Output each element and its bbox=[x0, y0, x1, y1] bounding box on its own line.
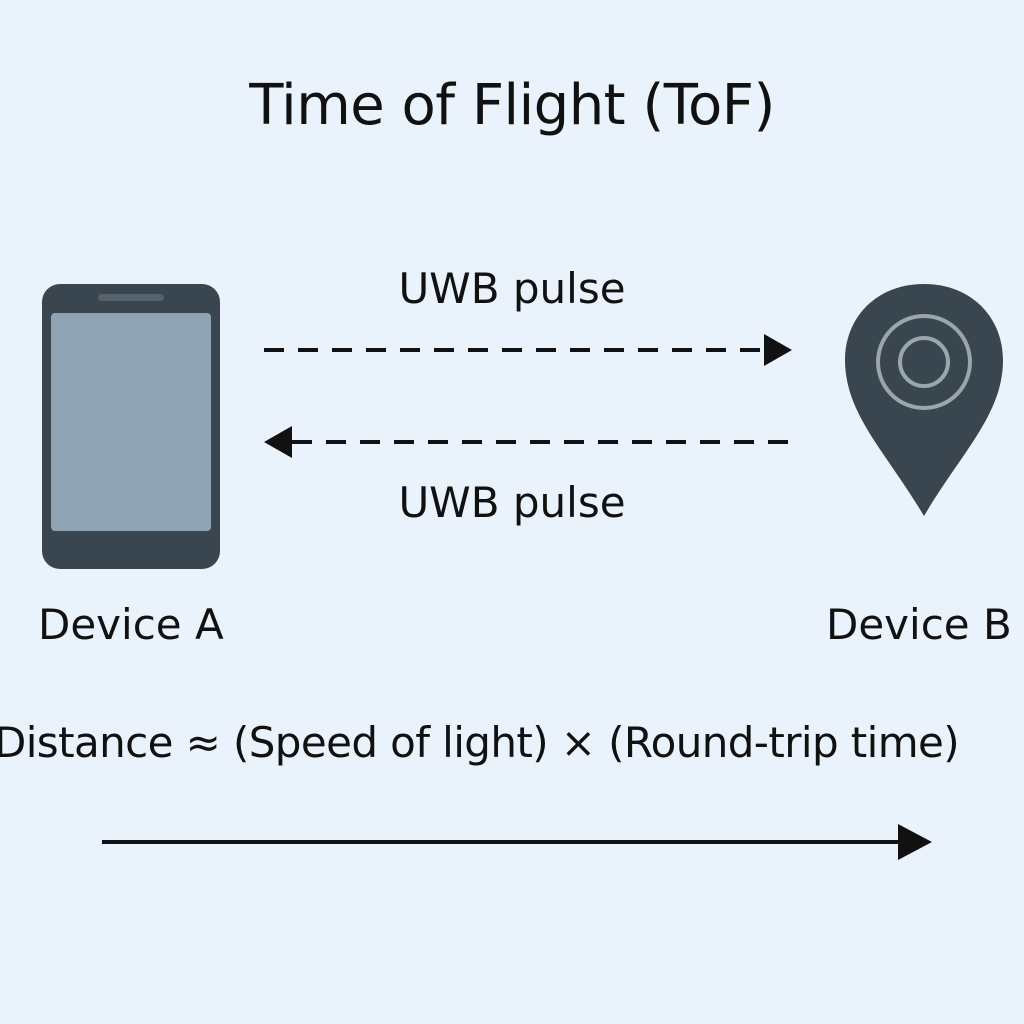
pulse-return-arrow bbox=[264, 426, 792, 458]
location-tag-icon bbox=[845, 284, 1003, 516]
diagram-title: Time of Flight (ToF) bbox=[249, 73, 775, 138]
pulse-outbound-arrow bbox=[264, 334, 792, 366]
smartphone-icon bbox=[42, 284, 220, 569]
pulse-return-label: UWB pulse bbox=[398, 478, 626, 527]
pulse-outbound-label: UWB pulse bbox=[398, 264, 626, 313]
device-a-label: Device A bbox=[38, 600, 224, 649]
distance-formula: Distance ≈ (Speed of light) × (Round-tri… bbox=[0, 718, 960, 767]
device-b-label: Device B bbox=[826, 600, 1012, 649]
distance-arrow bbox=[102, 824, 932, 860]
